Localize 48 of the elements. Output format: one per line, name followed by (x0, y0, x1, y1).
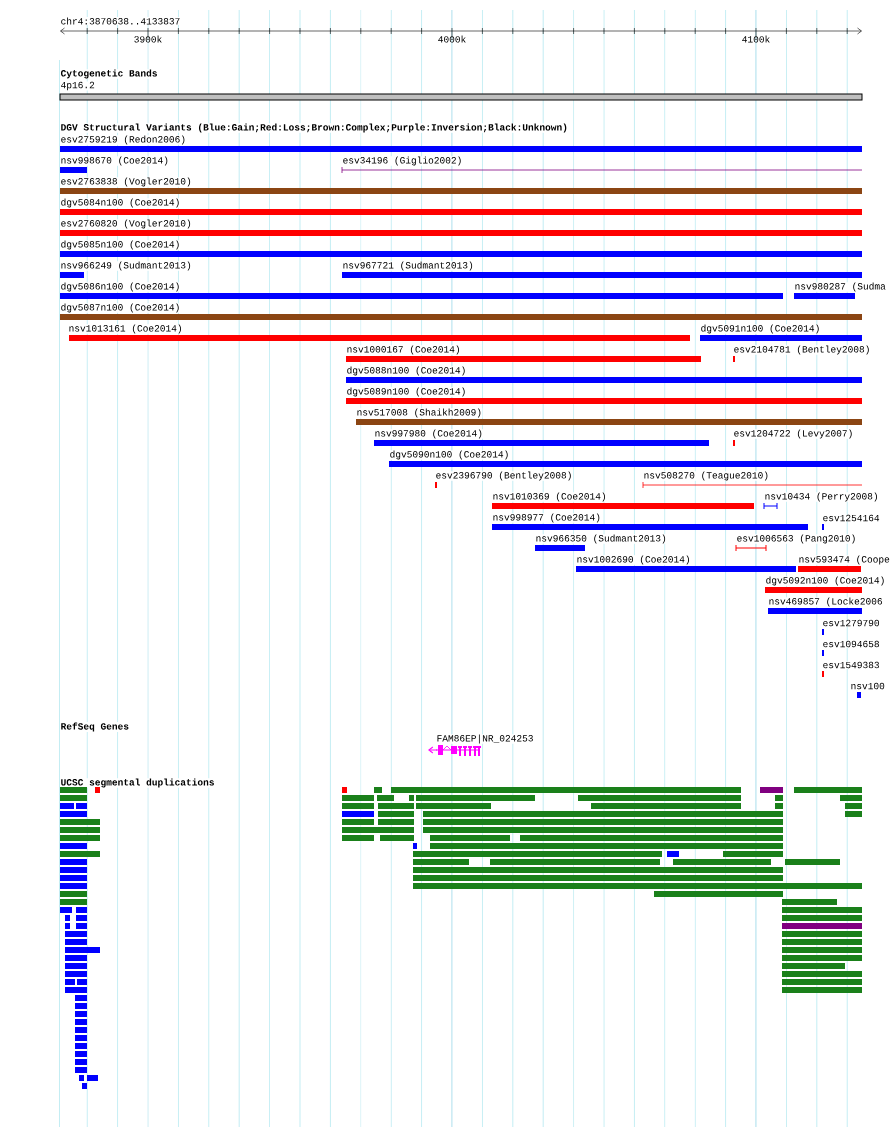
track-title: RefSeq Genes (60, 722, 130, 732)
variant-label: nsv998670 (Coe2014) (60, 156, 170, 166)
variant-label: nsv469857 (Locke2006 (768, 597, 883, 607)
variant-label: dgv5090n100 (Coe2014) (389, 450, 510, 460)
variant-label: esv2759219 (Redon2006) (60, 135, 187, 145)
variant-label: dgv5089n100 (Coe2014) (346, 387, 467, 397)
variant-label: esv2104781 (Bentley2008) (733, 345, 871, 355)
variant-label: dgv5086n100 (Coe2014) (60, 282, 181, 292)
variant-label: nsv967721 (Sudmant2013) (342, 261, 475, 271)
variant-label: dgv5088n100 (Coe2014) (346, 366, 467, 376)
coordinate-label: chr4:3870638..4133837 (60, 17, 181, 25)
tick-label: 3900k (134, 35, 162, 43)
variant-label: nsv100 (850, 682, 886, 690)
variant-label: dgv5092n100 (Coe2014) (765, 576, 886, 586)
variant-label: dgv5084n100 (Coe2014) (60, 198, 181, 208)
variant-label: nsv508270 (Teague2010) (643, 471, 770, 481)
variant-label: esv1279790 (822, 619, 880, 627)
variant-label: nsv966249 (Sudmant2013) (60, 261, 193, 271)
track-title: UCSC segmental duplications (60, 778, 215, 788)
variant-label: esv2760820 (Vogler2010) (60, 219, 193, 229)
tick-label: 4100k (742, 35, 770, 43)
variant-label: dgv5091n100 (Coe2014) (700, 324, 821, 334)
variant-label: nsv998977 (Coe2014) (492, 513, 602, 523)
variant-label: nsv517008 (Shaikh2009) (356, 408, 483, 418)
band-label: 4p16.2 (60, 81, 96, 91)
track-title: Cytogenetic Bands (60, 69, 158, 79)
variant-label: esv2763838 (Vogler2010) (60, 177, 193, 187)
variant-label: nsv10434 (Perry2008) (764, 492, 879, 502)
gene-label: FAM86EP|NR_024253 (436, 734, 534, 744)
variant-label: esv1006563 (Pang2010) (736, 534, 857, 544)
variant-label: nsv980287 (Sudma (794, 282, 887, 292)
variant-label: nsv1010369 (Coe2014) (492, 492, 607, 502)
variant-label: esv1254164 (822, 514, 880, 522)
tick-label: 4000k (438, 35, 466, 43)
variant-label: esv1094658 (822, 640, 880, 648)
variant-label: esv2396790 (Bentley2008) (435, 471, 573, 481)
variant-label: esv34196 (Giglio2002) (342, 156, 463, 166)
variant-label: nsv1000167 (Coe2014) (346, 345, 461, 355)
variant-label: esv1549383 (822, 661, 880, 669)
track-title: DGV Structural Variants (Blue:Gain;Red:Loss;Brown:Complex;Purple:Inversion;Black:Unknown) (60, 123, 569, 133)
variant-label: nsv593474 (Coope (798, 555, 890, 565)
variant-label: nsv997980 (Coe2014) (374, 429, 484, 439)
variant-label: nsv966350 (Sudmant2013) (535, 534, 668, 544)
variant-label: dgv5085n100 (Coe2014) (60, 240, 181, 250)
variant-label: dgv5087n100 (Coe2014) (60, 303, 181, 313)
variant-label: esv1204722 (Levy2007) (733, 429, 854, 439)
variant-label: nsv1013161 (Coe2014) (68, 324, 183, 334)
variant-label: nsv1002690 (Coe2014) (576, 555, 691, 565)
